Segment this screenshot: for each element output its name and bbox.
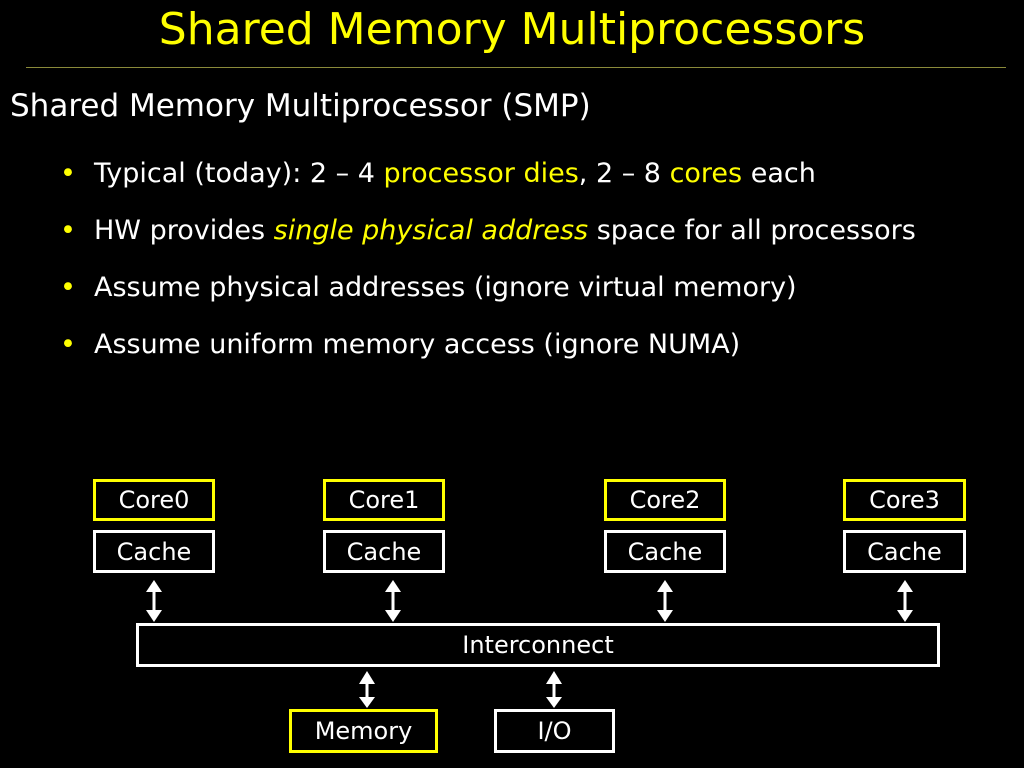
bullet-item: • Assume uniform memory access (ignore N… (58, 321, 988, 369)
bullet-text: HW provides (94, 215, 274, 246)
bullet-icon: • (60, 272, 76, 303)
core3-box: Core3 (843, 479, 966, 521)
core2-box: Core2 (604, 479, 726, 521)
arrow-cache0-interconnect (146, 580, 162, 622)
slide-title: Shared Memory Multiprocessors (158, 4, 866, 55)
bullet-text: Assume uniform memory access (ignore NUM… (94, 329, 741, 360)
title-divider (26, 67, 1006, 68)
bullet-icon: • (60, 158, 76, 189)
bullet-text: space for all processors (588, 215, 916, 246)
bullet-highlight: single physical address (273, 215, 589, 246)
bullet-text: Typical (today): 2 – 4 (94, 158, 384, 189)
arrow-interconnect-memory (359, 671, 375, 708)
bullet-highlight: cores (669, 158, 743, 189)
cache3-box: Cache (843, 530, 966, 573)
arrow-cache1-interconnect (385, 580, 401, 622)
core0-box: Core0 (93, 479, 215, 521)
bullet-text: , 2 – 8 (578, 158, 670, 189)
subheading: Shared Memory Multiprocessor (SMP) (10, 88, 591, 124)
cache2-box: Cache (604, 530, 726, 573)
bullet-text: Assume physical addresses (ignore virtua… (94, 272, 797, 303)
io-box: I/O (494, 709, 615, 753)
bullet-list: • Typical (today): 2 – 4 processor dies,… (58, 150, 988, 378)
memory-box: Memory (289, 709, 438, 753)
arrow-cache2-interconnect (657, 580, 673, 622)
bullet-highlight: processor dies (383, 158, 579, 189)
bullet-icon: • (60, 329, 76, 360)
interconnect-bar: Interconnect (136, 623, 940, 667)
arrow-interconnect-io (546, 671, 562, 708)
arrow-cache3-interconnect (897, 580, 913, 622)
cache0-box: Cache (93, 530, 215, 573)
bullet-item: • Assume physical addresses (ignore virt… (58, 264, 988, 312)
bullet-text: each (742, 158, 816, 189)
cache1-box: Cache (323, 530, 445, 573)
bullet-item: • HW provides single physical address sp… (58, 207, 988, 255)
bullet-icon: • (60, 215, 76, 246)
core1-box: Core1 (323, 479, 445, 521)
bullet-item: • Typical (today): 2 – 4 processor dies,… (58, 150, 988, 198)
